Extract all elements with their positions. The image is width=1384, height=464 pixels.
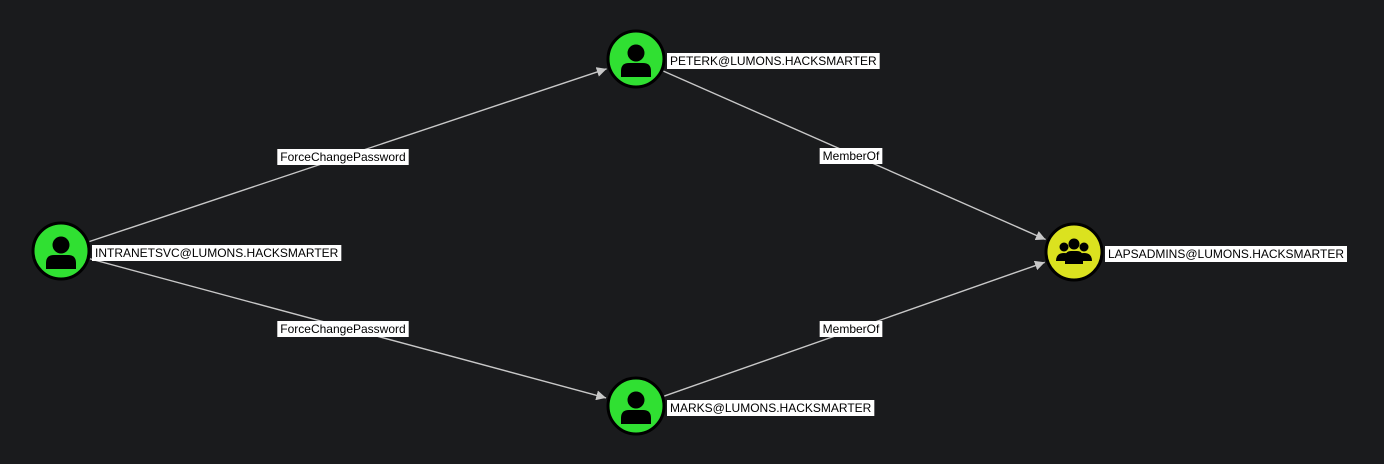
user-icon: [621, 44, 651, 77]
node-label-bg: [667, 53, 880, 69]
node-label[interactable]: LAPSADMINS@LUMONS.HACKSMARTER: [1108, 247, 1344, 261]
node-label[interactable]: PETERK@LUMONS.HACKSMARTER: [670, 54, 877, 68]
node-label-bg: [667, 400, 875, 416]
nodes-layer: INTRANETSVC@LUMONS.HACKSMARTER PETERK@LUM…: [31, 29, 1348, 436]
edge-label-bg: [277, 321, 409, 337]
group-icon: [1056, 238, 1092, 264]
edge-label-bg: [277, 149, 409, 165]
edge-label[interactable]: ForceChangePassword: [280, 150, 405, 164]
user-icon: [621, 391, 651, 424]
edge-peterk-to-lapsadmins[interactable]: MemberOf: [663, 70, 1046, 241]
edge-label[interactable]: ForceChangePassword: [280, 322, 405, 336]
user-icon: [46, 236, 76, 269]
edges-layer: ForceChangePasswordForceChangePasswordMe…: [89, 67, 1046, 401]
node-label-bg: [1105, 246, 1348, 262]
node-peterk[interactable]: PETERK@LUMONS.HACKSMARTER: [606, 29, 880, 89]
edge-label[interactable]: MemberOf: [823, 149, 880, 163]
node-label[interactable]: INTRANETSVC@LUMONS.HACKSMARTER: [95, 246, 339, 260]
edge-marks-to-lapsadmins[interactable]: MemberOf: [664, 260, 1045, 397]
edge-label-bg: [819, 148, 883, 164]
node-label-bg: [92, 245, 342, 261]
edge-label[interactable]: MemberOf: [823, 322, 880, 336]
edge-intranetsvc-to-peterk[interactable]: ForceChangePassword: [89, 67, 607, 243]
node-label[interactable]: MARKS@LUMONS.HACKSMARTER: [670, 401, 872, 415]
node-lapsadmins[interactable]: LAPSADMINS@LUMONS.HACKSMARTER: [1044, 222, 1348, 282]
edge-intranetsvc-to-marks[interactable]: ForceChangePassword: [89, 258, 607, 401]
node-intranetsvc[interactable]: INTRANETSVC@LUMONS.HACKSMARTER: [31, 221, 342, 281]
node-marks[interactable]: MARKS@LUMONS.HACKSMARTER: [606, 376, 875, 436]
edge-label-bg: [819, 321, 883, 337]
